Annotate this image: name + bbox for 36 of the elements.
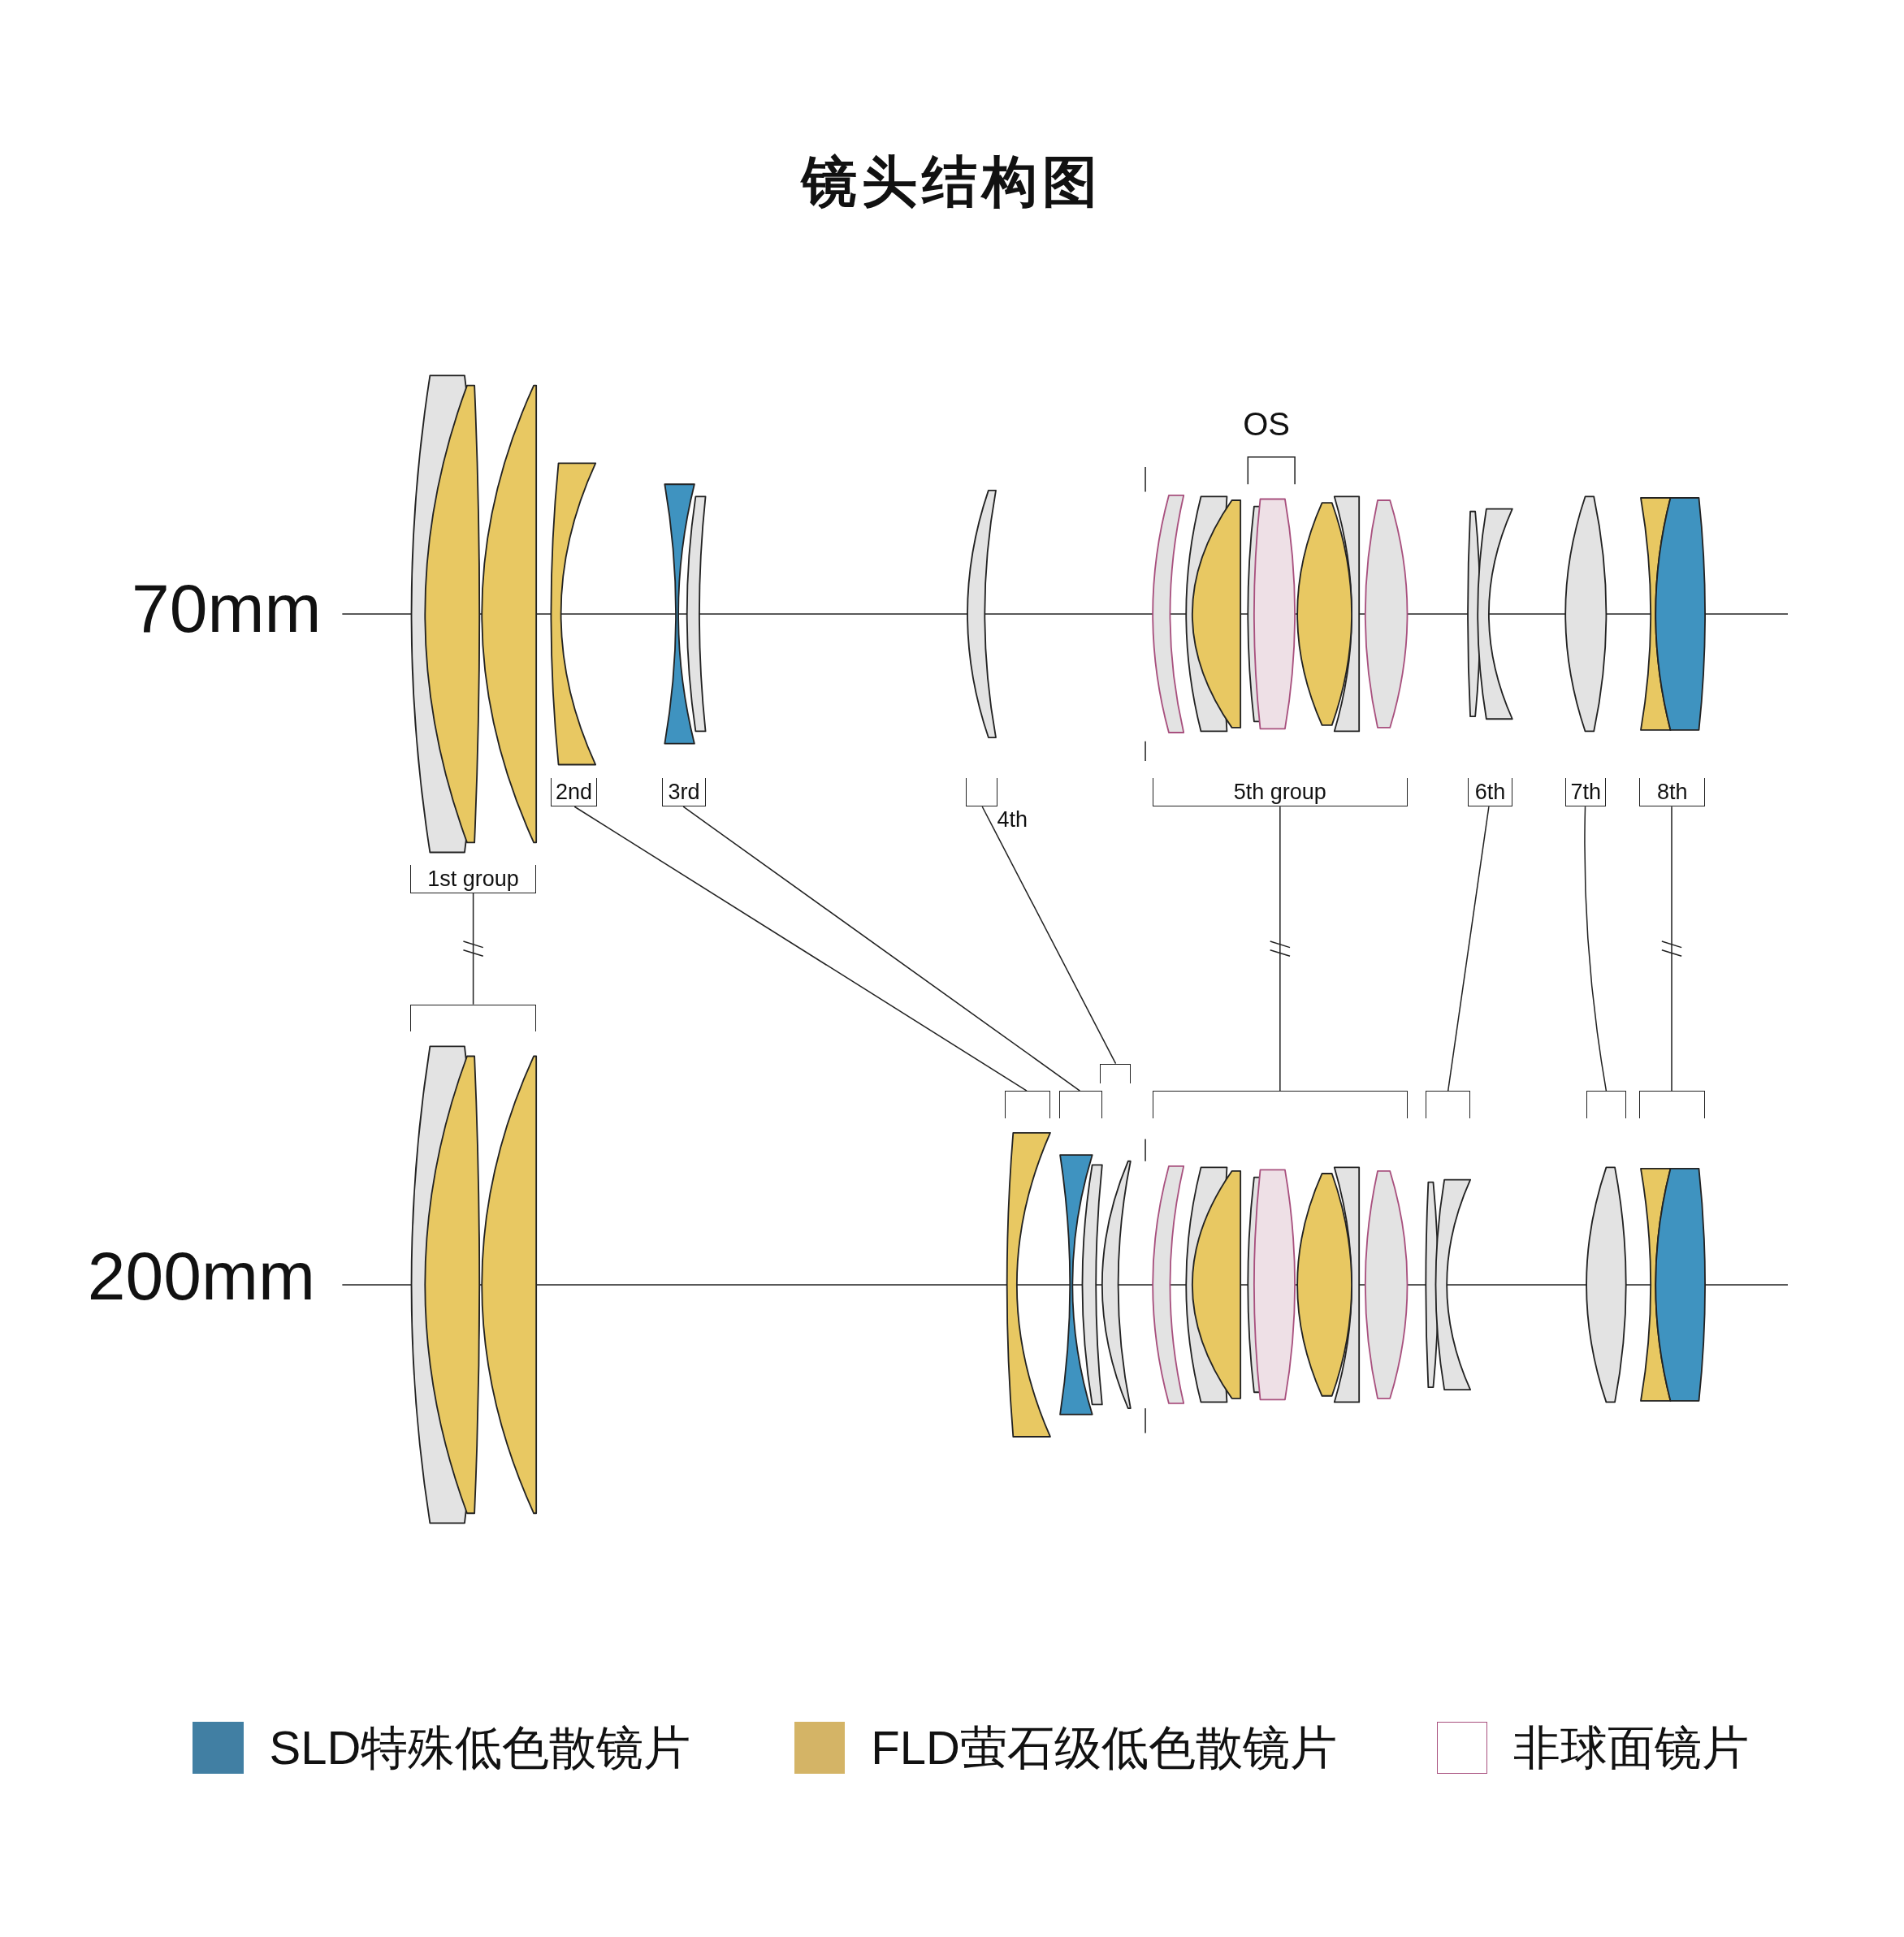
group-bracket	[1639, 1091, 1706, 1118]
group-label: 1st group	[426, 867, 520, 890]
group-bracket	[1639, 778, 1706, 807]
group-bracket	[1153, 1091, 1408, 1118]
group-label: 2nd	[555, 781, 594, 804]
group-label: 6th	[1473, 781, 1507, 804]
group-bracket	[662, 778, 706, 807]
legend-label: FLD萤石级低色散镜片	[871, 1722, 1337, 1775]
focal-length-label: 200mm	[87, 1241, 315, 1310]
leader-line	[1447, 806, 1490, 1092]
title: 镜头结构图	[799, 149, 1103, 216]
group-bracket	[410, 864, 537, 893]
legend-label: 非球面镜片	[1513, 1722, 1750, 1775]
callout-label: OS	[1243, 407, 1290, 440]
leader-line	[573, 806, 1028, 1092]
focal-length-label: 70mm	[132, 574, 322, 643]
group-bracket	[1586, 1091, 1626, 1118]
leader-line	[682, 806, 1081, 1092]
leader-line	[981, 806, 1117, 1065]
group-bracket	[1426, 1091, 1471, 1118]
group-label: 5th group	[1232, 781, 1327, 804]
group-label: 3rd	[667, 781, 701, 804]
group-bracket	[1468, 778, 1512, 807]
leader-line	[472, 892, 474, 1005]
group-bracket	[1099, 1063, 1131, 1083]
group-bracket	[410, 1004, 537, 1032]
leader-line	[1584, 806, 1608, 1092]
group-label: 4th	[997, 809, 1028, 832]
group-label: 8th	[1656, 781, 1689, 804]
group-bracket	[1153, 778, 1408, 807]
group-bracket	[1004, 1091, 1050, 1118]
leader-line	[1279, 806, 1281, 1092]
legend-label: SLD特殊低色散镜片	[269, 1722, 691, 1775]
group-label: 7th	[1569, 781, 1603, 804]
leader-line	[1671, 806, 1672, 1092]
group-bracket	[1058, 1091, 1102, 1118]
